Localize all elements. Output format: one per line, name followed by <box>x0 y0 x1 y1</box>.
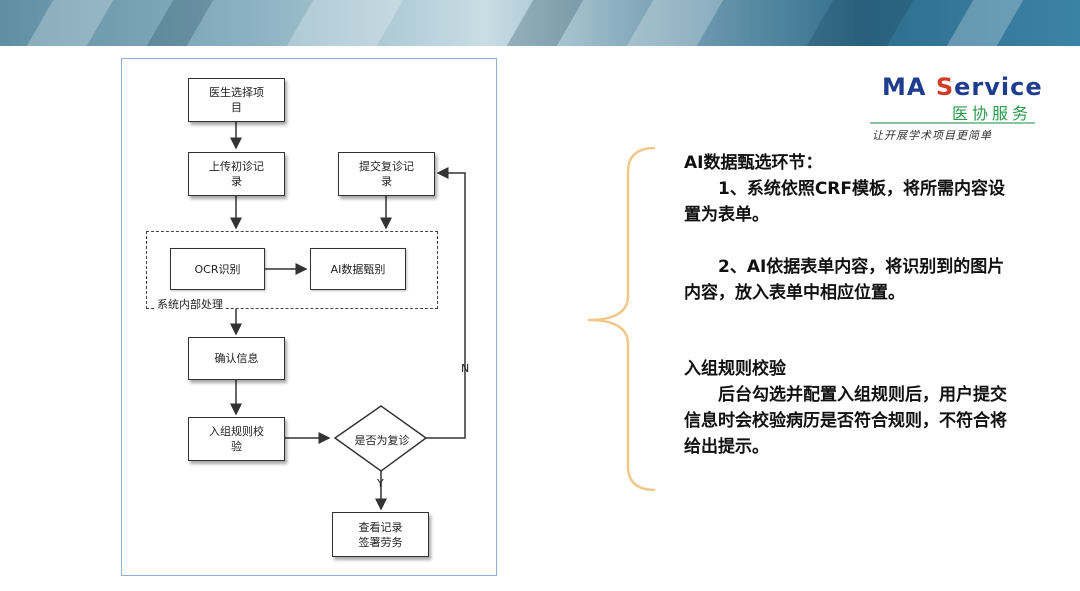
header-banner-image <box>0 0 1080 46</box>
node-upload-first: 上传初诊记录 <box>188 152 285 196</box>
node-submit-followup: 提交复诊记录 <box>338 152 435 196</box>
panel-title: AI数据甄选环节： <box>684 153 823 173</box>
edge-decision-no <box>426 167 466 439</box>
flowchart-frame <box>121 58 497 576</box>
node-doctor-select: 医生选择项目 <box>188 78 285 122</box>
node-confirm: 确认信息 <box>188 337 285 380</box>
node-view-line2: 签署劳务 <box>358 535 403 549</box>
node-rule-check: 入组规则校验 <box>188 417 285 461</box>
panel-item-2: 2、AI依据表单内容，将识别到的图片内容，放入表单中相应位置。 <box>684 257 1005 303</box>
node-submit-followup-line1: 提交复诊记 <box>359 160 414 173</box>
node-submit-followup-line2: 录 <box>381 175 392 188</box>
node-view-records: 查看记录签署劳务 <box>332 512 429 557</box>
edge-label-yes: Y <box>377 477 384 490</box>
rule-body: 后台勾选并配置入组规则后，用户提交信息时会校验病历是否符合规则，不符合将给出提示… <box>684 385 1007 457</box>
node-doctor-select-line2: 目 <box>231 101 242 114</box>
edge-label-no: N <box>461 362 470 375</box>
subgroup-label: 系统内部处理 <box>156 296 224 312</box>
node-doctor-select-line1: 医生选择项 <box>209 86 264 99</box>
logo-underline <box>870 122 1035 124</box>
logo-ma: MA <box>882 73 936 101</box>
node-ai-screen: AI数据甄别 <box>310 248 406 290</box>
node-rule-check-line2: 验 <box>231 440 242 453</box>
brand-logo-en: MA Service <box>882 73 1043 101</box>
node-rule-check-line1: 入组规则校 <box>209 425 264 438</box>
node-view-line1: 查看记录 <box>358 520 403 534</box>
logo-ervice: ervice <box>954 73 1043 101</box>
decision-label: 是否为复诊 <box>354 434 410 447</box>
node-upload-first-line2: 录 <box>231 175 242 188</box>
rule-title: 入组规则校验 <box>684 359 786 379</box>
brand-logo-cn: 医协服务 <box>952 104 1033 123</box>
logo-s: S <box>935 73 955 101</box>
panel-item-1: 1、系统依照CRF模板，将所需内容设置为表单。 <box>684 179 1006 225</box>
brand-slogan: 让开展学术项目更简单 <box>872 129 992 142</box>
explanation-panel: AI数据甄选环节： 1、系统依照CRF模板，将所需内容设置为表单。 2、AI依据… <box>684 150 1014 460</box>
node-ocr: OCR识别 <box>170 248 265 290</box>
system-internal-process-group <box>146 231 438 309</box>
decision-diamond <box>333 405 428 472</box>
node-upload-first-line1: 上传初诊记 <box>209 160 264 173</box>
